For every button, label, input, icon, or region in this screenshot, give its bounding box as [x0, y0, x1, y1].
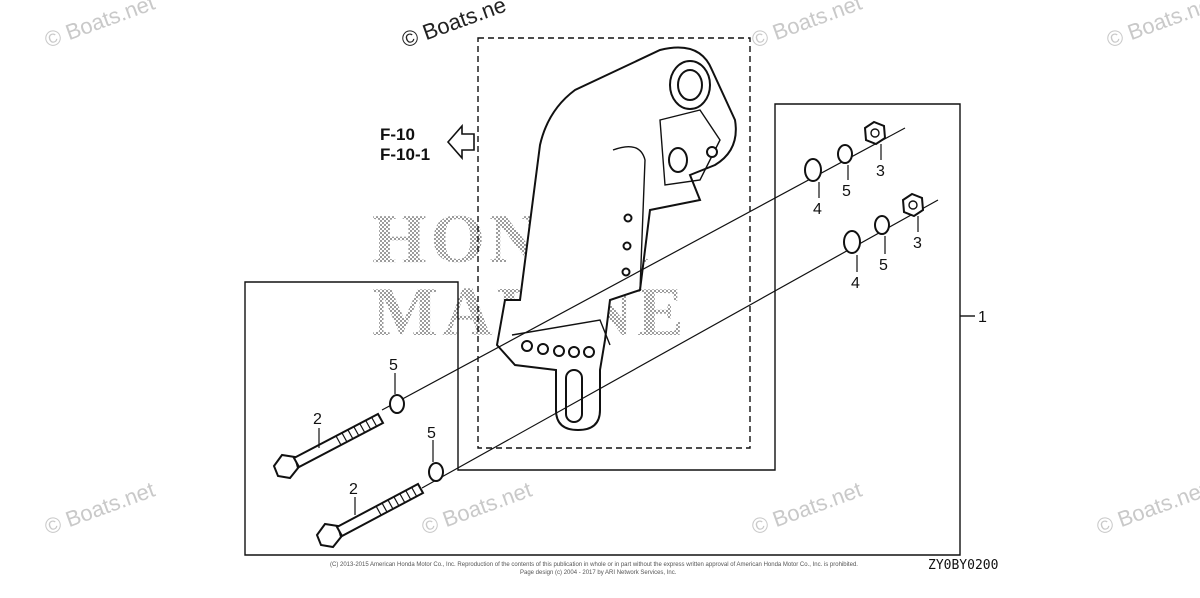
watermark-text: © Boats.net [748, 0, 865, 53]
lock-washer-5-upper [837, 144, 853, 164]
washer-5-lower-left [428, 462, 444, 482]
watermark-text: © Boats.net [1093, 477, 1200, 540]
nut-3-lower [901, 192, 925, 218]
callout-5-lower-left: 5 [427, 425, 436, 442]
outer-frame [244, 103, 961, 556]
bracket-part [495, 46, 737, 432]
watermark-text: © Boats.net [41, 0, 158, 53]
bolt-lower [315, 482, 425, 549]
bracket-dashed-box [477, 37, 751, 449]
callout-1: 1 [978, 309, 987, 326]
washer-5-upper-left [389, 394, 405, 414]
copyright-line1: (C) 2013-2015 American Honda Motor Co., … [330, 562, 858, 568]
bolt-upper [272, 412, 385, 480]
nut-3-upper [863, 120, 887, 146]
watermark-text: © Boats.net [418, 477, 535, 540]
reference-f10: F-10 [380, 125, 415, 144]
callout-leaders [318, 144, 919, 515]
lock-washer-5-lower [874, 215, 890, 235]
washer-4-upper [804, 158, 822, 182]
washer-4-lower [843, 230, 861, 254]
callout-5-lower-right: 5 [879, 257, 888, 274]
reference-f10-1: F-10-1 [380, 145, 430, 164]
watermark-text: © Boats.net [41, 477, 158, 540]
callout-3-upper: 3 [876, 163, 885, 180]
diagram-code: ZY0BY0200 [928, 558, 998, 573]
callout-5-upper-left: 5 [389, 357, 398, 374]
reference-arrow-icon [446, 123, 475, 161]
watermark-text: © Boats.net [1103, 0, 1200, 53]
callout-5-upper-right: 5 [842, 183, 851, 200]
watermark-text: © Boats.net [748, 477, 865, 540]
watermark-text-top: © Boats.ne [398, 0, 509, 53]
callout-2-upper: 2 [313, 411, 322, 428]
callout-4-upper: 4 [813, 201, 822, 218]
copyright-line2: Page design (c) 2004 - 2017 by ARI Netwo… [520, 570, 677, 576]
callout-3-lower: 3 [913, 235, 922, 252]
callout-4-lower: 4 [851, 275, 860, 292]
callout-2-lower: 2 [349, 481, 358, 498]
